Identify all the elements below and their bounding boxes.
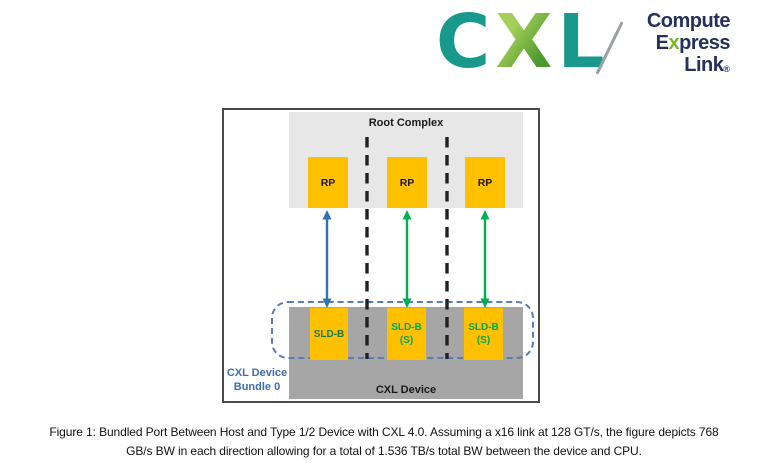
root-port-box-3: RP [465, 157, 505, 208]
root-port-label-2: RP [399, 176, 415, 189]
registered-mark: ® [723, 64, 730, 74]
sld-box-2: SLD-B (S) [387, 308, 426, 360]
logo-letter-c: C [436, 0, 496, 85]
tagline-compute: Compute [646, 10, 731, 32]
figure-caption: Figure 1: Bundled Port Between Host and … [0, 423, 768, 461]
blue-link-arrow [322, 210, 332, 308]
bundle-label: CXL Device Bundle 0 [224, 366, 290, 394]
cxl-wordmark: CXL [436, 4, 610, 80]
root-port-box-1: RP [308, 157, 348, 208]
tagline-express-e: E [655, 32, 669, 54]
bundle-label-line-1: CXL Device [226, 367, 288, 379]
figure-diagram: Root Complex RP RP RP SLD-B SLD-B (S) SL… [222, 108, 540, 403]
logo-letter-l: L [557, 0, 610, 85]
sld-box-3: SLD-B (S) [464, 308, 503, 360]
logo-tagline: Compute Express Link® [626, 10, 731, 79]
root-port-box-2: RP [387, 157, 427, 208]
root-complex-label: Root Complex [368, 117, 444, 129]
tagline-express: Express [626, 32, 731, 54]
caption-line-2: GB/s BW in each direction allowing for a… [126, 444, 642, 458]
sld-label-1: SLD-B [313, 328, 345, 340]
root-port-label-3: RP [477, 176, 493, 189]
tagline-link-word: Link [684, 54, 724, 76]
tagline-link: Link® [626, 54, 730, 79]
sld-label-3: SLD-B [468, 322, 499, 333]
root-port-label-1: RP [320, 176, 336, 189]
sld-sublabel-3: (S) [476, 335, 491, 346]
logo-letter-x: X [495, 0, 558, 85]
sld-label-2: SLD-B [391, 322, 422, 333]
sld-sublabel-2: (S) [399, 335, 414, 346]
tagline-express-x: x [668, 32, 680, 54]
tagline-express-rest: press [679, 32, 730, 54]
green-link-arrow-2 [480, 210, 490, 308]
cxl-device-label: CXL Device [375, 384, 437, 396]
caption-line-1: Figure 1: Bundled Port Between Host and … [49, 425, 719, 439]
bundle-label-line-2: Bundle 0 [233, 381, 281, 393]
sld-box-1: SLD-B [310, 308, 348, 360]
green-link-arrow-1 [402, 210, 412, 308]
